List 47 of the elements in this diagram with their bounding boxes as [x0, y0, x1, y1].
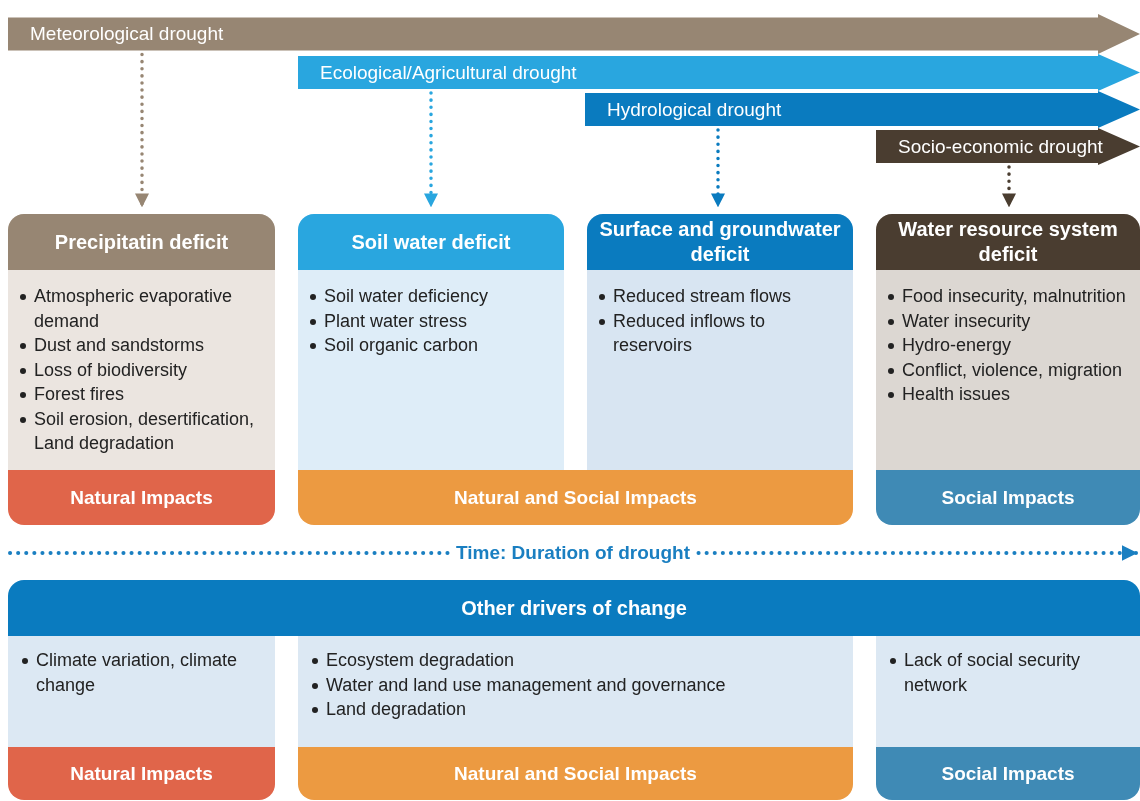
band-label: Ecological/Agricultural drought: [320, 61, 577, 84]
bullet-item: Health issues: [902, 384, 1011, 404]
card-heading: Precipitatin deficit: [8, 214, 275, 270]
bullet-item: Dust and sandstorms: [34, 335, 205, 355]
dotted-arrow: [1002, 165, 1016, 208]
group-heading: Other drivers of change: [8, 580, 1140, 636]
bullet-item: Soil erosion, desertification, Land degradation: [34, 408, 255, 453]
dotted-arrow: [424, 91, 438, 208]
card-body: [876, 214, 1140, 470]
bullet-item: Ecosystem degradation: [326, 650, 515, 670]
card-heading: Surface and groundwater deficit: [587, 214, 853, 270]
bullet-item: Reduced stream flows: [613, 286, 792, 306]
bullet-item: Land degradation: [326, 699, 467, 719]
bullet-item: Plant water stress: [324, 310, 468, 331]
bullet-item: Forest fires: [34, 384, 125, 404]
band-label: Socio-economic drought: [898, 135, 1103, 158]
bullet-item: Loss of biodiversity: [34, 359, 188, 380]
bullet-item: Conflict, violence, migration: [902, 359, 1123, 380]
impact-band: Natural Impacts: [8, 747, 275, 800]
driver-panel: [298, 636, 853, 747]
bullet-item: Reduced inflows to reservoirs: [613, 310, 766, 355]
card-body: [8, 214, 275, 470]
card-heading: Soil water deficit: [298, 214, 564, 270]
bullet-item: Atmospheric evaporative demand: [34, 286, 233, 331]
card-body: [298, 214, 564, 470]
driver-panel: [876, 636, 1140, 747]
dotted-arrow: [711, 128, 725, 208]
bullet-item: Water insecurity: [902, 310, 1031, 331]
bullet-item: Climate variation, climate change: [36, 650, 238, 695]
dotted-arrow: [135, 52, 149, 208]
impact-band: Social Impacts: [876, 747, 1140, 800]
card-heading: Water resource system deficit: [876, 214, 1140, 270]
bullet-item: Food insecurity, malnutrition: [902, 286, 1126, 306]
band-label: Meteorological drought: [30, 23, 224, 45]
driver-panel: [8, 636, 275, 747]
card-body: [587, 214, 853, 470]
band-label: Hydrological drought: [607, 98, 782, 121]
impact-band: Natural and Social Impacts: [298, 470, 853, 525]
impact-band: Social Impacts: [876, 470, 1140, 525]
group-panel: [8, 580, 1140, 801]
bullet-item: Soil organic carbon: [324, 335, 479, 355]
bullet-item: Hydro-energy: [902, 335, 1012, 355]
bullet-item: Soil water deficiency: [324, 286, 489, 306]
impact-band: Natural and Social Impacts: [298, 747, 853, 800]
impact-band: Natural Impacts: [8, 470, 275, 525]
bullet-item: Water and land use management and governance: [326, 674, 726, 695]
bullet-item: Lack of social security network: [904, 650, 1081, 695]
